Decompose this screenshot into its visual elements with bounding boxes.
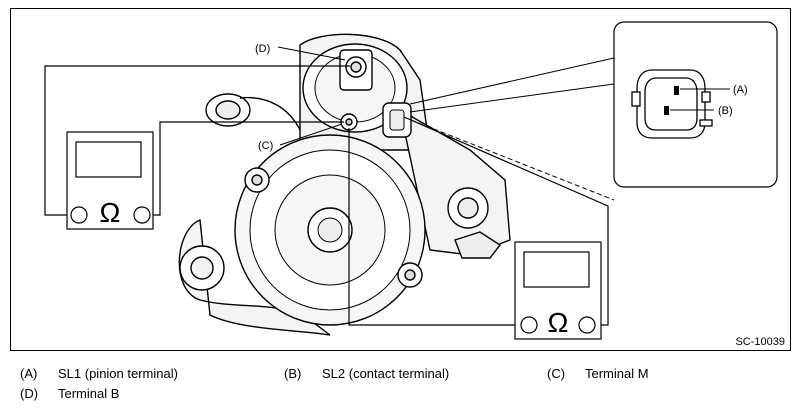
- ohmmeter-right: Ω: [514, 241, 602, 340]
- meter-display: [523, 251, 590, 288]
- callout-c: (C): [258, 140, 273, 152]
- legend-text: SL2 (contact terminal): [322, 366, 450, 381]
- legend-key: (B): [284, 366, 302, 381]
- connector-inset: (A) (B): [613, 21, 778, 188]
- pin-b-icon: [664, 106, 669, 115]
- legend-text: Terminal M: [585, 366, 649, 381]
- pin-a-icon: [674, 86, 679, 95]
- callout-b: (B): [718, 105, 733, 117]
- legend-item-d: (D) Terminal B: [20, 386, 119, 401]
- leader-d: [277, 46, 346, 61]
- meter-jack: [70, 206, 88, 224]
- legend-item-c: (C) Terminal M: [547, 366, 649, 381]
- meter-jack: [520, 316, 538, 334]
- callout-a: (A): [733, 84, 748, 96]
- magnify-leaders: [409, 57, 615, 201]
- figure-code: SC-10039: [735, 336, 785, 348]
- meter-jack: [578, 316, 596, 334]
- leader-c: [279, 123, 343, 146]
- connector-shape: [631, 69, 713, 139]
- meter-display: [75, 141, 142, 178]
- legend-key: (C): [547, 366, 566, 381]
- callout-d: (D): [255, 43, 270, 55]
- ohmmeter-left: Ω: [66, 131, 154, 230]
- ohm-icon: Ω: [548, 307, 569, 338]
- ohm-icon: Ω: [100, 197, 121, 228]
- legend-text: SL1 (pinion terminal): [58, 366, 178, 381]
- legend-item-b: (B) SL2 (contact terminal): [284, 366, 449, 381]
- legend-key: (A): [20, 366, 38, 381]
- legend-item-a: (A) SL1 (pinion terminal): [20, 366, 178, 381]
- legend-text: Terminal B: [58, 386, 120, 401]
- starter-motor: [178, 33, 511, 336]
- legend-key: (D): [20, 386, 39, 401]
- meter-jack: [133, 206, 151, 224]
